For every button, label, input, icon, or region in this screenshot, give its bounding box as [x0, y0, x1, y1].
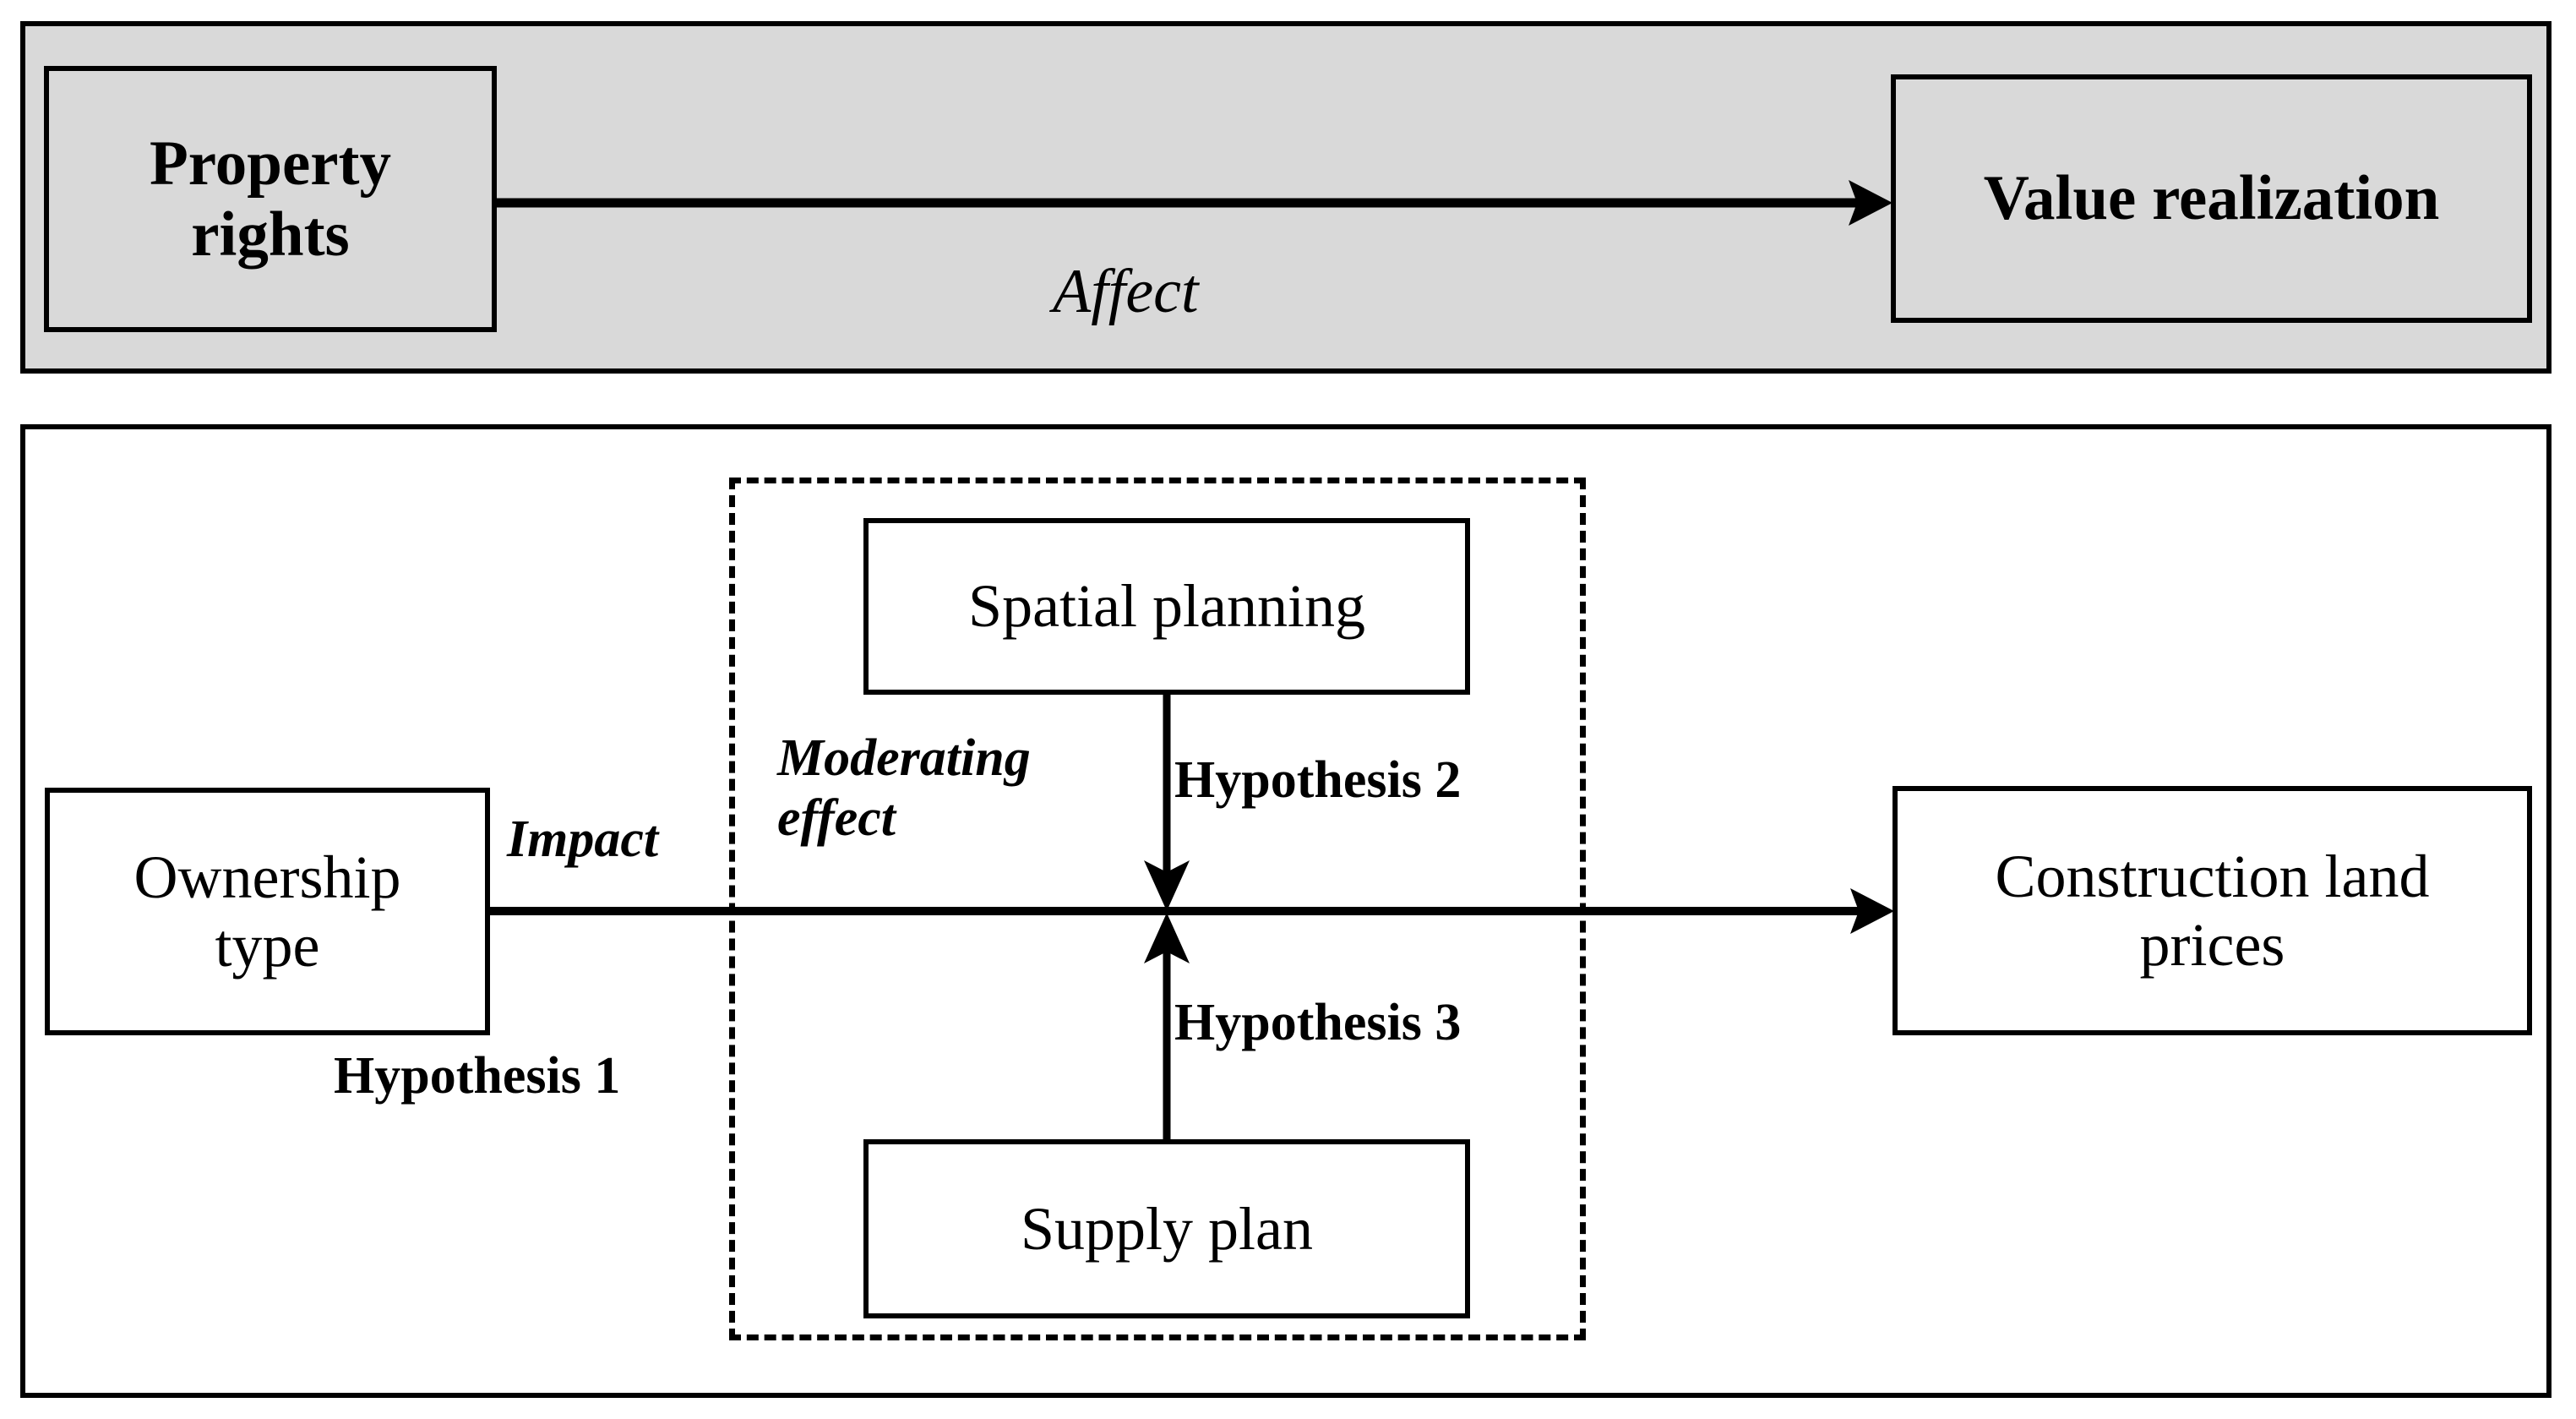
- node-ownership-type-line1: Ownership: [133, 843, 401, 911]
- region-label-moderating-line2: effect: [777, 789, 896, 847]
- node-supply-plan-label: Supply plan: [1020, 1194, 1313, 1263]
- node-spatial-planning-label: Spatial planning: [968, 572, 1365, 641]
- node-construction-land-prices-line1: Construction land: [1995, 842, 2430, 910]
- node-spatial-planning: Spatial planning: [863, 518, 1470, 695]
- node-construction-land-prices-label: Construction land prices: [1996, 843, 2430, 979]
- node-ownership-type-label: Ownership type: [134, 843, 401, 980]
- node-ownership-type: Ownership type: [45, 788, 490, 1035]
- node-construction-land-prices-line2: prices: [2139, 910, 2285, 979]
- edge-label-affect: Affect: [1053, 257, 1199, 326]
- node-value-realization-label: Value realization: [1983, 163, 2440, 233]
- edge-label-impact: Impact: [507, 810, 659, 868]
- node-property-rights: Property rights: [44, 66, 497, 332]
- node-ownership-type-line2: type: [215, 911, 320, 980]
- node-property-rights-line2: rights: [191, 199, 350, 270]
- node-property-rights-label: Property rights: [150, 128, 391, 270]
- edge-label-hypothesis-2: Hypothesis 2: [1174, 751, 1462, 809]
- node-property-rights-line1: Property: [149, 128, 391, 199]
- region-label-moderating-line1: Moderating: [777, 729, 1031, 787]
- node-construction-land-prices: Construction land prices: [1893, 786, 2532, 1035]
- node-value-realization: Value realization: [1891, 74, 2532, 323]
- edge-label-hypothesis-3: Hypothesis 3: [1174, 994, 1462, 1051]
- edge-label-hypothesis-1: Hypothesis 1: [334, 1047, 621, 1105]
- region-label-moderating-effect: Moderating effect: [777, 729, 1031, 848]
- node-supply-plan: Supply plan: [863, 1139, 1470, 1318]
